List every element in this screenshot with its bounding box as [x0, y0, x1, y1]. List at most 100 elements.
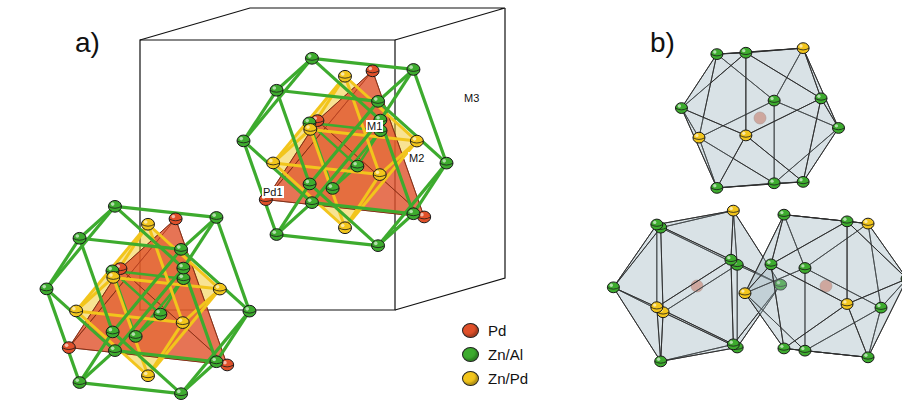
atom-ball: [243, 305, 256, 317]
atom-highlight: [442, 159, 446, 163]
atom: [62, 342, 75, 354]
atom-ball: [305, 197, 318, 209]
atom-highlight: [308, 54, 312, 58]
atom-band: [210, 362, 223, 364]
cuboctahedron-edge: [312, 58, 380, 120]
atom-band: [725, 260, 737, 262]
atom-band: [267, 163, 280, 165]
atom-ball: [326, 183, 339, 195]
atom-highlight: [109, 328, 113, 332]
atom-band: [765, 264, 777, 266]
legend-text: Zn/Al: [488, 346, 523, 363]
atom-band: [108, 351, 121, 353]
atom-ball: [303, 178, 316, 190]
cuboctahedron-edge: [277, 235, 378, 246]
atom-highlight: [216, 285, 220, 289]
atom: [177, 262, 190, 274]
atom-highlight: [817, 95, 820, 98]
atom: [351, 160, 364, 172]
atom: [651, 219, 663, 230]
atom: [108, 200, 121, 212]
atom: [901, 273, 902, 284]
atom: [740, 130, 752, 141]
legend-entry: Pd: [462, 322, 506, 339]
atom-ball: [778, 343, 790, 354]
atom-highlight: [770, 179, 773, 182]
atom-ball: [841, 216, 853, 227]
cuboctahedron-edge: [80, 238, 181, 249]
atom-ball: [815, 93, 827, 104]
atom-band: [651, 307, 663, 309]
atom-band: [711, 188, 723, 190]
atom-ball: [799, 263, 811, 274]
atom-highlight: [741, 289, 744, 292]
atom-ball: [675, 103, 687, 114]
atom-ball: [799, 345, 811, 356]
atom: [799, 345, 811, 356]
atom-ball: [175, 244, 188, 256]
icosahedron: [739, 209, 902, 362]
cuboctahedron-edge: [113, 249, 181, 332]
cuboctahedron-edge: [183, 217, 216, 268]
atom: [407, 208, 420, 220]
atom-band: [62, 348, 75, 350]
cuboctahedron-edge: [244, 141, 312, 203]
atom-highlight: [144, 220, 148, 224]
atom-band: [175, 249, 188, 251]
atom-ball: [237, 135, 250, 147]
atom-highlight: [409, 65, 413, 69]
atom: [169, 213, 182, 225]
atom: [778, 343, 790, 354]
icosahedron-face: [681, 108, 745, 188]
atom-highlight: [653, 221, 656, 224]
atom-band: [407, 69, 420, 71]
atom-ball: [351, 160, 364, 172]
atom-highlight: [212, 358, 216, 362]
atom-band: [655, 361, 667, 363]
atom-ball: [339, 70, 352, 82]
unit-cell-right-face: [395, 8, 505, 310]
atom: [778, 209, 790, 220]
atom: [210, 212, 223, 224]
atom-band: [797, 48, 809, 50]
atom: [675, 103, 687, 114]
atom: [607, 282, 619, 293]
atom: [70, 305, 83, 317]
atom-highlight: [843, 300, 846, 303]
legend-swatch: [462, 371, 479, 386]
atom: [651, 302, 663, 313]
atom-band: [768, 183, 780, 185]
atom-ball: [107, 272, 120, 284]
site-label: M3: [463, 92, 480, 104]
atom-ball: [727, 205, 739, 216]
cuboctahedron-edge: [47, 206, 115, 289]
icosahedron-face: [771, 264, 847, 348]
atom: [739, 288, 751, 299]
atom: [305, 197, 318, 209]
atom-ball: [142, 218, 155, 230]
icosahedron-face: [661, 312, 738, 361]
atom-band: [799, 268, 811, 270]
atom-ball: [373, 169, 386, 181]
atom: [875, 302, 887, 313]
atom-ball: [410, 135, 423, 147]
cuboctahedron-edge: [312, 120, 380, 203]
atom-ball: [267, 157, 280, 169]
atom-ball: [768, 95, 780, 106]
atom-ball: [727, 339, 739, 350]
atom-band: [778, 215, 790, 217]
polyhedra-group: [607, 43, 902, 367]
unit-cell-box: [140, 8, 505, 310]
atom-band: [739, 293, 751, 295]
atom-ball: [270, 84, 283, 96]
atom-band: [841, 304, 853, 306]
atom-ball: [62, 342, 75, 354]
atom-band: [875, 308, 887, 310]
octahedron-edge: [148, 289, 220, 376]
cuboctahedron-edge: [378, 163, 446, 246]
cuboctahedron-edge: [113, 332, 181, 394]
icosahedron-face: [613, 287, 660, 361]
atom-band: [326, 188, 339, 190]
atom-ball: [73, 377, 86, 389]
atom-ball: [875, 302, 887, 313]
